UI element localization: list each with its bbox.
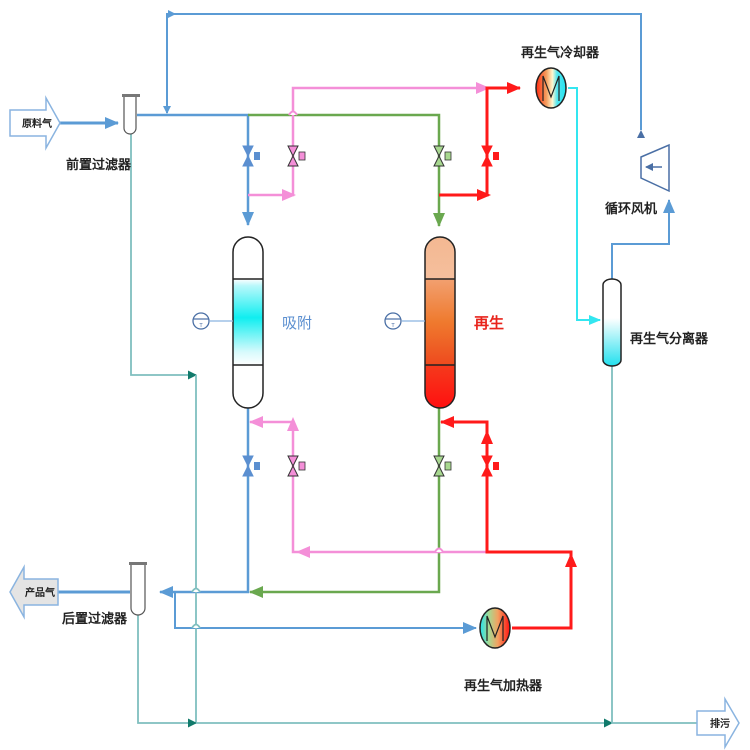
flow-arrow <box>477 189 491 201</box>
flow-arrow <box>481 430 493 444</box>
post-filter-label: 后置过滤器 <box>62 611 128 627</box>
pre-filter[interactable] <box>122 94 140 135</box>
temperature-indicator-reg[interactable]: T <box>384 312 402 330</box>
flow-arrow <box>565 553 577 567</box>
valve-pink-bottom[interactable] <box>287 455 306 477</box>
adsorption-state-label: 吸附 <box>282 314 312 332</box>
temp-label: T <box>390 323 395 329</box>
feed-gas-label: 原料气 <box>22 117 52 130</box>
adsorption-tower[interactable] <box>232 236 264 409</box>
valve-ads-top[interactable] <box>242 145 260 167</box>
regen-separator[interactable] <box>602 278 622 367</box>
sep-to-fan-line <box>611 199 675 282</box>
valve-red-bottom[interactable] <box>481 455 499 477</box>
regen-heater[interactable] <box>479 607 511 649</box>
valve-green-top[interactable] <box>433 145 452 167</box>
line-crossing <box>434 547 444 553</box>
regen-separator-label: 再生气分离器 <box>630 331 709 347</box>
valve-pink-top[interactable] <box>287 145 306 167</box>
red-bottom-line <box>440 416 573 630</box>
flow-arrow <box>168 10 176 18</box>
regeneration-state-label: 再生 <box>474 314 504 332</box>
drain-line-sep <box>611 366 697 724</box>
product-gas-stream[interactable]: 产品气 <box>9 564 59 620</box>
flow-arrow <box>296 546 310 558</box>
drain-stream[interactable]: 排污 <box>696 696 740 750</box>
pink-top-line <box>248 86 480 197</box>
regeneration-tower[interactable] <box>424 236 456 409</box>
pink-bottom-line <box>249 416 487 554</box>
pre-filter-label: 前置过滤器 <box>66 157 132 173</box>
post-filter[interactable] <box>129 562 147 616</box>
cyan-line <box>568 87 601 325</box>
circulation-fan-label: 循环风机 <box>605 201 657 217</box>
green-top-line <box>248 113 445 227</box>
drain-label: 排污 <box>710 717 730 730</box>
flow-arrow <box>637 130 645 138</box>
line-crossing <box>191 587 201 593</box>
green-bottom-line <box>249 408 441 598</box>
product-gas-label: 产品气 <box>25 586 55 599</box>
red-top-line <box>439 82 521 197</box>
valve-green-bottom[interactable] <box>433 455 452 477</box>
line-crossing <box>288 110 298 116</box>
regen-cooler-label: 再生气冷却器 <box>521 45 600 61</box>
valve-red-top[interactable] <box>481 145 499 167</box>
recycle-line <box>163 13 642 130</box>
flow-arrow <box>287 417 299 431</box>
regen-heater-label: 再生气加热器 <box>464 678 543 694</box>
feed-header <box>137 113 254 226</box>
ads-bottom-line <box>159 408 250 598</box>
regen-cooler[interactable] <box>535 67 567 109</box>
drain-line-post <box>137 614 197 728</box>
line-crossing <box>191 623 201 629</box>
circulation-fan[interactable] <box>640 143 670 193</box>
flow-arrow <box>476 82 490 94</box>
drain-line-pre <box>130 133 197 380</box>
temp-label: T <box>198 323 203 329</box>
flow-arrow <box>282 189 296 201</box>
valve-ads-bottom[interactable] <box>242 455 260 477</box>
feed-gas-stream[interactable]: 原料气 <box>9 95 61 151</box>
heater-feed-line <box>174 592 477 634</box>
temperature-indicator-ads[interactable]: T <box>192 312 210 330</box>
